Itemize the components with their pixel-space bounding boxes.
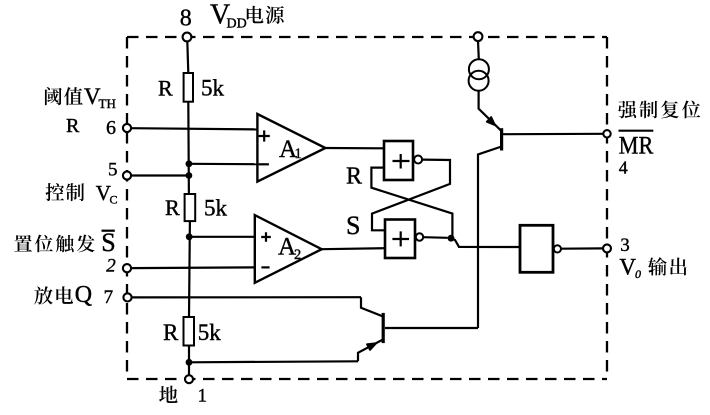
svg-text:S: S <box>101 228 115 257</box>
svg-text:5: 5 <box>108 160 118 181</box>
svg-text:2: 2 <box>106 256 116 277</box>
svg-text:R: R <box>165 195 180 220</box>
svg-text:Q: Q <box>75 282 92 308</box>
svg-text:V: V <box>210 0 230 31</box>
svg-text:C: C <box>110 193 118 207</box>
svg-text:R: R <box>346 164 362 190</box>
svg-text:A: A <box>278 234 296 261</box>
svg-text:0: 0 <box>635 267 641 281</box>
svg-text:A: A <box>279 136 297 163</box>
svg-text:3: 3 <box>620 235 630 256</box>
svg-text:S: S <box>346 211 360 240</box>
svg-text:5k: 5k <box>198 320 222 345</box>
svg-text:4: 4 <box>619 158 628 178</box>
svg-text:V: V <box>96 181 111 205</box>
svg-text:7: 7 <box>104 287 114 308</box>
svg-text:V: V <box>619 255 636 280</box>
svg-text:TH: TH <box>99 96 116 111</box>
svg-text:2: 2 <box>294 247 301 263</box>
svg-text:1: 1 <box>198 386 208 407</box>
svg-text:DD: DD <box>227 17 247 32</box>
svg-text:MR: MR <box>619 133 654 160</box>
svg-text:V: V <box>84 84 101 109</box>
svg-text:8: 8 <box>180 5 192 31</box>
svg-text:R: R <box>158 75 173 100</box>
svg-text:1: 1 <box>295 146 302 162</box>
svg-text:5k: 5k <box>204 195 228 220</box>
svg-text:6: 6 <box>106 117 116 139</box>
svg-text:R: R <box>163 320 179 345</box>
svg-text:R: R <box>66 115 80 137</box>
svg-text:5k: 5k <box>201 75 225 100</box>
